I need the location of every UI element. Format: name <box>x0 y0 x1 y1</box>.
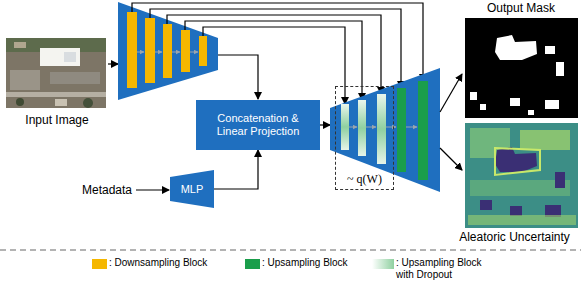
photo-building <box>40 48 80 66</box>
output-arrow <box>440 148 462 170</box>
photo-roof <box>64 52 76 62</box>
block-arrow <box>155 52 162 53</box>
uncertainty-edge <box>495 148 540 175</box>
uncertainty-building <box>480 200 492 210</box>
encoder <box>118 2 218 100</box>
legend-swatch <box>92 259 107 269</box>
bottleneck-arrow <box>218 55 258 99</box>
legend-swatch <box>245 259 260 269</box>
block-arrow <box>406 127 417 128</box>
upsampling-block <box>397 88 406 172</box>
photo-ground <box>6 38 106 108</box>
mask-building <box>545 46 555 54</box>
input-arrow <box>108 63 118 64</box>
input-label: Metadata <box>82 183 132 197</box>
skip-connections <box>132 3 423 104</box>
downsampling-block <box>181 30 190 72</box>
node-text: Input Image <box>25 114 88 128</box>
mask-building <box>545 100 559 109</box>
metadata-arrow <box>136 189 169 190</box>
upsampling-block <box>418 81 428 180</box>
downsampling-block <box>127 12 137 88</box>
trapezoid-fill <box>170 170 214 208</box>
photo-tree <box>83 98 93 108</box>
mask-building <box>495 35 537 60</box>
photo-parking <box>50 72 100 84</box>
uncertainty-map: Aleatoric Uncertainty <box>450 123 579 245</box>
node-text: Output Mask <box>487 2 555 16</box>
uncertainty-ground <box>465 123 578 228</box>
process-box: Concatenation & Linear Projection <box>196 100 320 150</box>
mlp-trapezoid: MLP <box>170 170 214 208</box>
uncertainty-image <box>465 123 578 228</box>
downsampling-block <box>199 36 207 66</box>
separator-line <box>0 249 581 251</box>
photo-tree <box>16 98 24 106</box>
block-arrow <box>386 127 396 128</box>
uncertainty-building <box>510 206 522 216</box>
block-arrow <box>366 127 376 128</box>
uncertainty-patch <box>468 215 576 225</box>
aerial-photo <box>6 38 106 108</box>
mask-building <box>480 104 486 110</box>
upsampling-blocks <box>341 81 428 180</box>
dropout-block <box>358 100 366 156</box>
photo-road <box>6 92 106 97</box>
block-arrow <box>172 52 180 53</box>
block-arrow <box>349 127 357 128</box>
dropout-block <box>377 94 386 164</box>
node-text: Concatenation & Linear Projection <box>206 112 310 137</box>
block-arrow <box>190 52 198 53</box>
mask-building <box>510 98 520 106</box>
output-arrow <box>440 74 462 112</box>
legend-item: : Downsampling Block <box>92 257 259 269</box>
block-arrow <box>137 52 144 53</box>
downsampling-block <box>145 18 155 83</box>
photo-parking <box>10 70 40 90</box>
mask-building <box>528 110 534 115</box>
legend-text: : Upsampling Block <box>262 257 382 269</box>
connector-arrow <box>214 150 258 189</box>
output-mask: Output Mask <box>463 2 579 120</box>
block-arrows <box>349 127 417 128</box>
uncertainty-building <box>555 172 565 188</box>
dropout-region: ~ q(W) <box>335 86 394 190</box>
node-text: Aleatoric Uncertainty <box>459 231 570 245</box>
photo-house <box>14 42 26 48</box>
uncertainty-patch <box>520 130 570 150</box>
node-text: MLP <box>181 183 204 196</box>
uncertainty-building <box>495 147 537 172</box>
photo-house <box>55 99 67 106</box>
input-image: Input Image <box>4 38 110 128</box>
dropout-block <box>341 104 349 150</box>
mask-building <box>556 62 564 76</box>
decoder <box>330 68 440 192</box>
legend-text: : Upsampling Block with Dropout <box>396 257 494 281</box>
downsampling-block <box>163 24 172 78</box>
fusion-arrow <box>320 124 330 125</box>
mask-building <box>470 92 477 100</box>
mask-image <box>465 18 578 118</box>
legend-item: : Upsampling Block <box>245 257 382 269</box>
node-text: ~ q(W) <box>347 173 382 187</box>
legend-swatch <box>372 259 394 269</box>
skip-connection <box>203 27 345 104</box>
legend-text: : Downsampling Block <box>109 257 259 269</box>
legend-item: : Upsampling Block with Dropout <box>372 257 494 281</box>
block-arrows <box>137 52 198 53</box>
mask-ground <box>465 18 578 118</box>
